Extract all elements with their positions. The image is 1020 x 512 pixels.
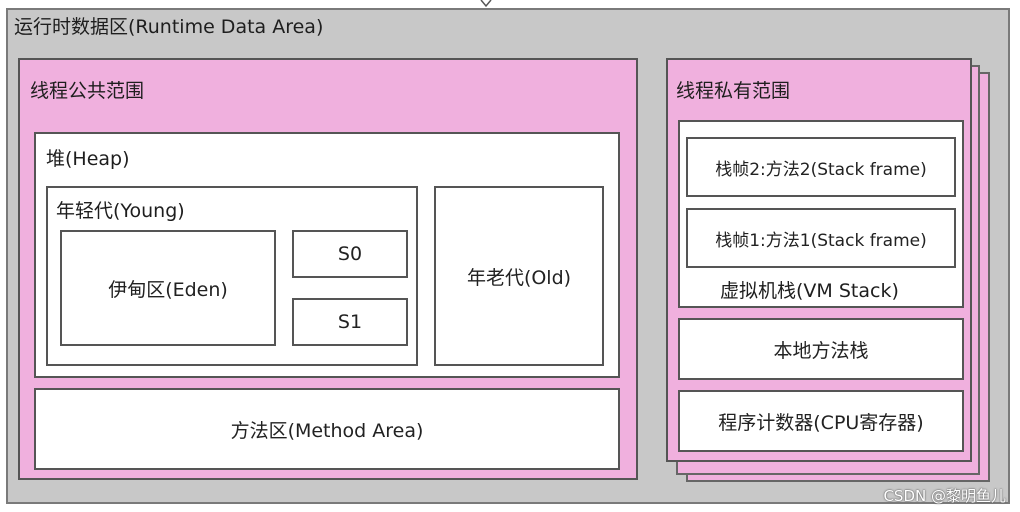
s0-label: S0 — [337, 243, 363, 265]
stack-frame-2-label: 栈帧2:方法2(Stack frame) — [715, 159, 927, 180]
native-method-stack-box: 本地方法栈 — [678, 318, 964, 380]
top-arrow-icon — [480, 0, 492, 8]
old-gen-label: 年老代(Old) — [466, 266, 572, 289]
watermark: CSDN @黎明鱼儿 — [883, 487, 1006, 505]
stack-frame-1: 栈帧1:方法1(Stack frame) — [686, 208, 956, 268]
stack-frame-1-label: 栈帧1:方法1(Stack frame) — [715, 230, 927, 251]
pc-register-box: 程序计数器(CPU寄存器) — [678, 390, 964, 452]
old-gen-box: 年老代(Old) — [434, 186, 604, 366]
runtime-data-area-title: 运行时数据区(Runtime Data Area) — [14, 16, 324, 38]
stack-frame-2: 栈帧2:方法2(Stack frame) — [686, 137, 956, 197]
heap-title: 堆(Heap) — [46, 148, 130, 170]
young-gen-title: 年轻代(Young) — [56, 200, 185, 222]
native-method-stack-label: 本地方法栈 — [773, 339, 869, 362]
pc-register-label: 程序计数器(CPU寄存器) — [718, 411, 924, 434]
s1-box: S1 — [292, 298, 408, 346]
s0-box: S0 — [292, 230, 408, 278]
eden-label: 伊甸区(Eden) — [108, 278, 228, 301]
vm-stack-label: 虚拟机栈(VM Stack) — [720, 280, 899, 302]
thread-private-title: 线程私有范围 — [676, 80, 791, 102]
eden-box: 伊甸区(Eden) — [60, 230, 276, 346]
method-area-box: 方法区(Method Area) — [34, 388, 620, 470]
s1-label: S1 — [337, 311, 363, 333]
thread-public-title: 线程公共范围 — [30, 80, 145, 102]
method-area-label: 方法区(Method Area) — [230, 419, 424, 442]
